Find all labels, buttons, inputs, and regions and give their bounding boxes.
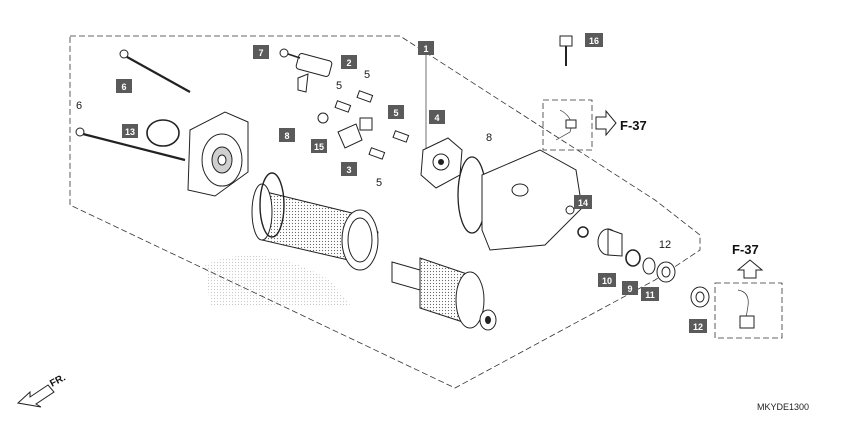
callout-1[interactable]: 1 (418, 41, 434, 55)
svg-text:16: 16 (589, 36, 599, 46)
callout-6-upper[interactable]: 6 (116, 79, 132, 93)
o-ring (146, 119, 180, 147)
wire-bracket (542, 99, 593, 151)
seal-holder (597, 228, 623, 257)
armature (391, 257, 497, 331)
washer (625, 249, 641, 267)
coupling (420, 137, 463, 189)
diagram-code: MKYDE1300 (757, 402, 809, 412)
svg-text:2: 2 (346, 58, 351, 68)
callout-12-box[interactable]: 12 (689, 319, 707, 333)
watermark-logo (205, 255, 350, 305)
svg-text:6: 6 (121, 82, 126, 92)
callout-2[interactable]: 2 (341, 55, 357, 69)
svg-text:11: 11 (645, 290, 655, 300)
yoke-housing (251, 183, 379, 271)
nut-right (656, 261, 676, 283)
callout-14[interactable]: 14 (574, 195, 592, 209)
small-o-ring (577, 226, 589, 238)
housing-gasket-left (259, 172, 285, 238)
front-arrow-icon (16, 384, 55, 408)
long-bolt-upper (119, 49, 191, 93)
ref-f37-lower[interactable]: F-37 (732, 242, 759, 257)
callout-12-text[interactable]: 12 (659, 239, 671, 251)
callout-16[interactable]: 16 (585, 33, 603, 47)
svg-text:5: 5 (393, 108, 398, 118)
callout-4[interactable]: 4 (429, 110, 445, 124)
front-bracket (457, 149, 583, 251)
callout-3[interactable]: 3 (341, 162, 357, 176)
assembly-boundary (69, 35, 701, 389)
svg-text:12: 12 (693, 322, 703, 332)
svg-text:7: 7 (258, 48, 263, 58)
cable-terminal (739, 315, 755, 329)
svg-text:10: 10 (602, 276, 612, 286)
svg-text:3: 3 (346, 165, 351, 175)
long-bolt-lower (75, 127, 186, 162)
callout-6-lower[interactable]: 6 (76, 100, 82, 112)
callout-7[interactable]: 7 (253, 45, 269, 59)
svg-text:14: 14 (578, 198, 588, 208)
cable-inset (714, 282, 783, 339)
svg-text:8: 8 (284, 131, 289, 141)
arrow-up-ref (736, 259, 764, 279)
callout-5-a[interactable]: 5 (336, 80, 342, 92)
callout-5-box[interactable]: 5 (388, 105, 404, 119)
thin-washer (642, 257, 656, 275)
brush-holder (317, 112, 373, 149)
mounting-bolt (559, 35, 573, 66)
nut-lower (690, 286, 710, 308)
callout-5-b[interactable]: 5 (364, 69, 370, 81)
brush-springs (334, 90, 410, 160)
svg-text:1: 1 (423, 44, 428, 54)
front-direction-label: FR. (48, 372, 68, 389)
svg-text:9: 9 (627, 284, 632, 294)
callout-11[interactable]: 11 (641, 287, 659, 301)
callout-13[interactable]: 13 (122, 124, 138, 138)
cable-wire (737, 289, 749, 319)
svg-text:15: 15 (314, 142, 324, 152)
callout-8-right[interactable]: 8 (486, 132, 492, 144)
ref-f37-right[interactable]: F-37 (620, 118, 647, 133)
svg-text:13: 13 (125, 127, 135, 137)
arrow-right-ref (595, 109, 617, 137)
callout-8-left[interactable]: 8 (279, 128, 295, 142)
callout-10[interactable]: 10 (598, 273, 616, 287)
callout-15[interactable]: 15 (311, 139, 327, 153)
svg-text:4: 4 (434, 113, 439, 123)
callout-5-d[interactable]: 5 (376, 177, 382, 189)
callout-9[interactable]: 9 (622, 281, 638, 295)
rear-cover (187, 111, 249, 197)
brush-terminal (279, 48, 333, 93)
